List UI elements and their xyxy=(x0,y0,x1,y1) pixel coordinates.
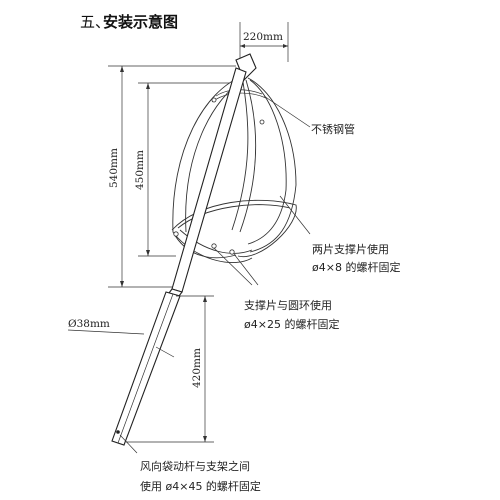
stainless-tube-label: 不锈钢管 xyxy=(311,122,355,136)
pole-screw-line2: 使用 ø4×45 的螺杆固定 xyxy=(140,479,261,493)
dimension-top-width: 220mm xyxy=(239,22,289,62)
pole-diameter-label: Ø38mm xyxy=(68,318,110,330)
callout-pole-diameter: Ø38mm xyxy=(67,318,175,358)
dimension-frame-height: 450mm xyxy=(134,82,230,257)
callout-two-braces: 两片支撑片使用 ø4×8 的螺杆固定 xyxy=(279,195,400,274)
dimension-overall-height: 540mm xyxy=(108,65,236,288)
dimension-overall-height-label: 540mm xyxy=(108,148,120,188)
callout-pole-screw: 风向袋动杆与支架之间 使用 ø4×45 的螺杆固定 xyxy=(119,434,261,493)
dimension-pole-length: 420mm xyxy=(126,295,214,443)
page-title: 安装示意图 xyxy=(103,13,178,31)
pole-screw-line1: 风向袋动杆与支架之间 xyxy=(140,459,250,473)
section-number: 五、 xyxy=(80,13,110,31)
brace-ring-line1: 支撑片与圆环使用 xyxy=(244,298,332,312)
dimension-pole-length-label: 420mm xyxy=(191,348,203,388)
dimension-top-width-label: 220mm xyxy=(243,31,283,43)
wind-sock-pole xyxy=(111,67,247,446)
dimension-frame-height-label: 450mm xyxy=(134,150,146,190)
two-braces-line1: 两片支撑片使用 xyxy=(312,242,389,256)
callout-brace-ring: 支撑片与圆环使用 ø4×25 的螺杆固定 xyxy=(213,247,339,331)
two-braces-line2: ø4×8 的螺杆固定 xyxy=(312,260,400,274)
brace-ring-line2: ø4×25 的螺杆固定 xyxy=(244,317,339,331)
callout-stainless-tube: 不锈钢管 xyxy=(263,95,355,136)
